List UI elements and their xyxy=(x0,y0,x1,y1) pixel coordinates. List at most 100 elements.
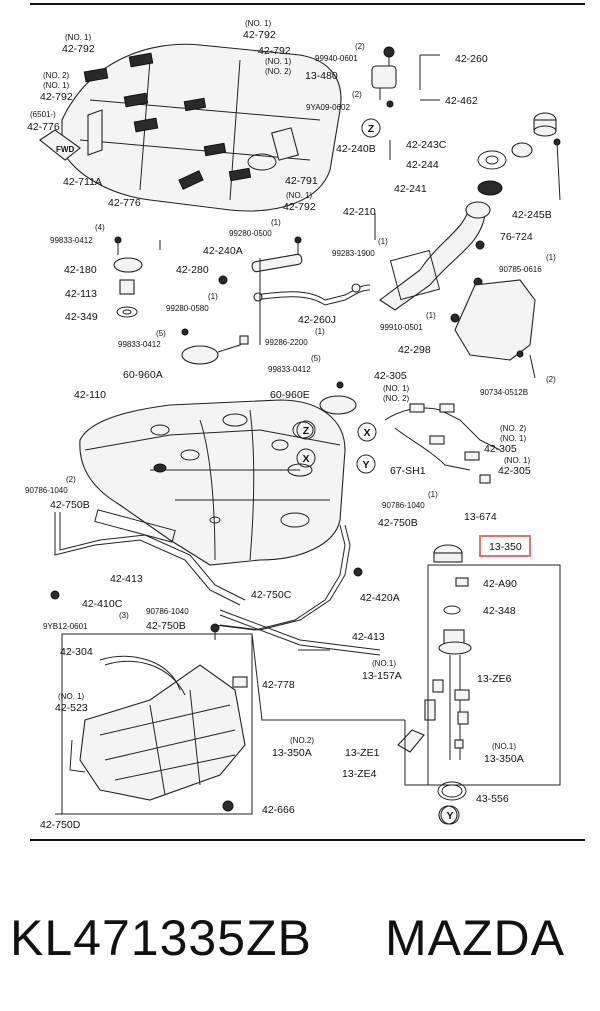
label-90785-0616: 90785-0616 xyxy=(499,265,542,274)
label-99280-0500: 99280-0500 xyxy=(229,229,272,238)
label-13-ze4: 13-ZE4 xyxy=(342,768,377,780)
section-z-marker-top: Z xyxy=(368,123,375,135)
label-no1-j: (NO. 1) xyxy=(58,692,85,701)
label-9yb12-0601: 9YB12-0601 xyxy=(43,622,88,631)
label-13-674: 13-674 xyxy=(464,511,497,523)
label-no1-g: (NO. 1) xyxy=(500,434,527,443)
label-qty-1-c: (1) xyxy=(546,253,556,262)
label-42-349: 42-349 xyxy=(65,311,98,323)
label-13-157a: 13-157A xyxy=(362,670,402,682)
label-no2-g: (NO. 2) xyxy=(500,424,527,433)
fuel-tank-illustration xyxy=(79,399,346,566)
rollover-valve-illustration xyxy=(371,46,397,108)
section-y-marker-harness: Y xyxy=(362,459,369,471)
fuel-pump-illustration xyxy=(397,544,472,825)
label-42-241: 42-241 xyxy=(394,183,427,195)
label-42-523: 42-523 xyxy=(55,702,88,714)
label-42-792-d: 42-792 xyxy=(40,91,73,103)
label-9ya09-0602: 9YA09-0602 xyxy=(306,103,350,112)
label-qty-1-e: (1) xyxy=(315,327,325,336)
label-qty-1-b: (1) xyxy=(378,237,388,246)
label-no2-d: (NO. 2) xyxy=(43,71,70,80)
label-99833-0412-b: 99833-0412 xyxy=(118,340,161,349)
section-z-marker-tank: Z xyxy=(303,425,310,437)
label-43-556: 43-556 xyxy=(476,793,509,805)
label-42-413-b: 42-413 xyxy=(352,631,385,643)
label-42-410c: 42-410C xyxy=(82,598,123,610)
label-42-243c: 42-243C xyxy=(406,139,447,151)
label-42-260: 42-260 xyxy=(455,53,488,65)
label-42-240a: 42-240A xyxy=(203,245,243,257)
part-number-caption: KL471335ZB xyxy=(10,910,312,966)
label-42-245b: 42-245B xyxy=(512,209,552,221)
label-42-348: 42-348 xyxy=(483,605,516,617)
label-13-480: 13-480 xyxy=(305,70,338,82)
label-no1-i: (NO.1) xyxy=(372,659,396,668)
heat-shield-illustration xyxy=(39,43,342,212)
label-42-113: 42-113 xyxy=(65,288,97,300)
label-42-420a: 42-420A xyxy=(360,592,400,604)
label-42-305-c: 42-305 xyxy=(498,465,531,477)
exploded-parts-diagram: Z Z X X Y Y (NO. 1) 42-792 (NO. 1) 42-79… xyxy=(25,3,585,841)
label-42-110: 42-110 xyxy=(74,389,106,401)
label-fwd: FWD xyxy=(56,145,74,154)
label-60-960a: 60-960A xyxy=(123,369,163,381)
label-42-776-b: 42-776 xyxy=(108,197,141,209)
caption-bar: KL471335ZB MAZDA xyxy=(0,898,600,978)
label-qty-2-d: (2) xyxy=(66,475,76,484)
filler-pipe-illustration xyxy=(379,201,491,311)
label-no1-e: (NO. 1) xyxy=(286,191,313,200)
label-42-750b-c: 42-750B xyxy=(146,620,186,632)
label-6501: (6501-) xyxy=(30,110,56,119)
label-qty-4: (4) xyxy=(95,223,105,232)
label-42-462: 42-462 xyxy=(445,95,478,107)
label-42-298: 42-298 xyxy=(398,344,431,356)
label-99833-0412-c: 99833-0412 xyxy=(268,365,311,374)
label-qty-2-b: (2) xyxy=(352,90,362,99)
label-13-350a-left: 13-350A xyxy=(272,747,312,759)
label-13-ze1: 13-ZE1 xyxy=(345,747,380,759)
label-42-666: 42-666 xyxy=(262,804,295,816)
label-42-210: 42-210 xyxy=(343,206,376,218)
label-42-711a: 42-711A xyxy=(63,176,102,188)
label-99286-2200: 99286-2200 xyxy=(265,338,308,347)
label-no1-l: (NO.1) xyxy=(492,742,516,751)
label-no1-a: (NO. 1) xyxy=(65,33,92,42)
filler-guard-illustration xyxy=(450,279,536,379)
label-67-sh1: 67-SH1 xyxy=(390,465,426,477)
highlight-box-13-350 xyxy=(479,535,531,557)
gauge-units-illustration xyxy=(181,328,357,415)
label-qty-5-b: (5) xyxy=(311,354,321,363)
section-markers xyxy=(296,118,460,825)
label-42-305-b: 42-305 xyxy=(484,443,517,455)
vent-hoses-illustration xyxy=(218,236,371,306)
label-13-ze6: 13-ZE6 xyxy=(477,673,512,685)
fuel-cap-illustration xyxy=(477,112,561,201)
label-42-240b: 42-240B xyxy=(336,143,376,155)
section-x-marker-harness: X xyxy=(363,427,370,439)
label-qty-2-a: (2) xyxy=(355,42,365,51)
label-90734-0512b: 90734-0512B xyxy=(480,388,528,397)
label-qty-3: (3) xyxy=(119,611,129,620)
label-no1-b: (NO. 1) xyxy=(245,19,272,28)
label-90786-1040-c: 90786-1040 xyxy=(146,607,189,616)
label-42-a90: 42-A90 xyxy=(483,578,517,590)
label-90786-1040-a: 90786-1040 xyxy=(25,486,68,495)
label-42-778: 42-778 xyxy=(262,679,295,691)
label-60-960e: 60-960E xyxy=(270,389,310,401)
label-42-180: 42-180 xyxy=(64,264,97,276)
label-no1-h: (NO. 1) xyxy=(504,456,531,465)
label-42-792-e: 42-792 xyxy=(283,201,316,213)
section-y-marker-pump: Y xyxy=(446,810,453,822)
label-13-350a-right: 13-350A xyxy=(484,753,524,765)
label-42-260j: 42-260J xyxy=(298,314,336,326)
label-42-244: 42-244 xyxy=(406,159,439,171)
label-42-413-a: 42-413 xyxy=(110,573,143,585)
callout-frames xyxy=(55,54,561,815)
label-42-750b-a: 42-750B xyxy=(50,499,90,511)
label-13-350-highlighted: 13-350 xyxy=(489,541,522,553)
section-x-marker-tank: X xyxy=(302,453,309,465)
label-42-792-a: 42-792 xyxy=(62,43,95,55)
harness-illustration xyxy=(384,403,501,484)
label-99833-0412-a: 99833-0412 xyxy=(50,236,93,245)
